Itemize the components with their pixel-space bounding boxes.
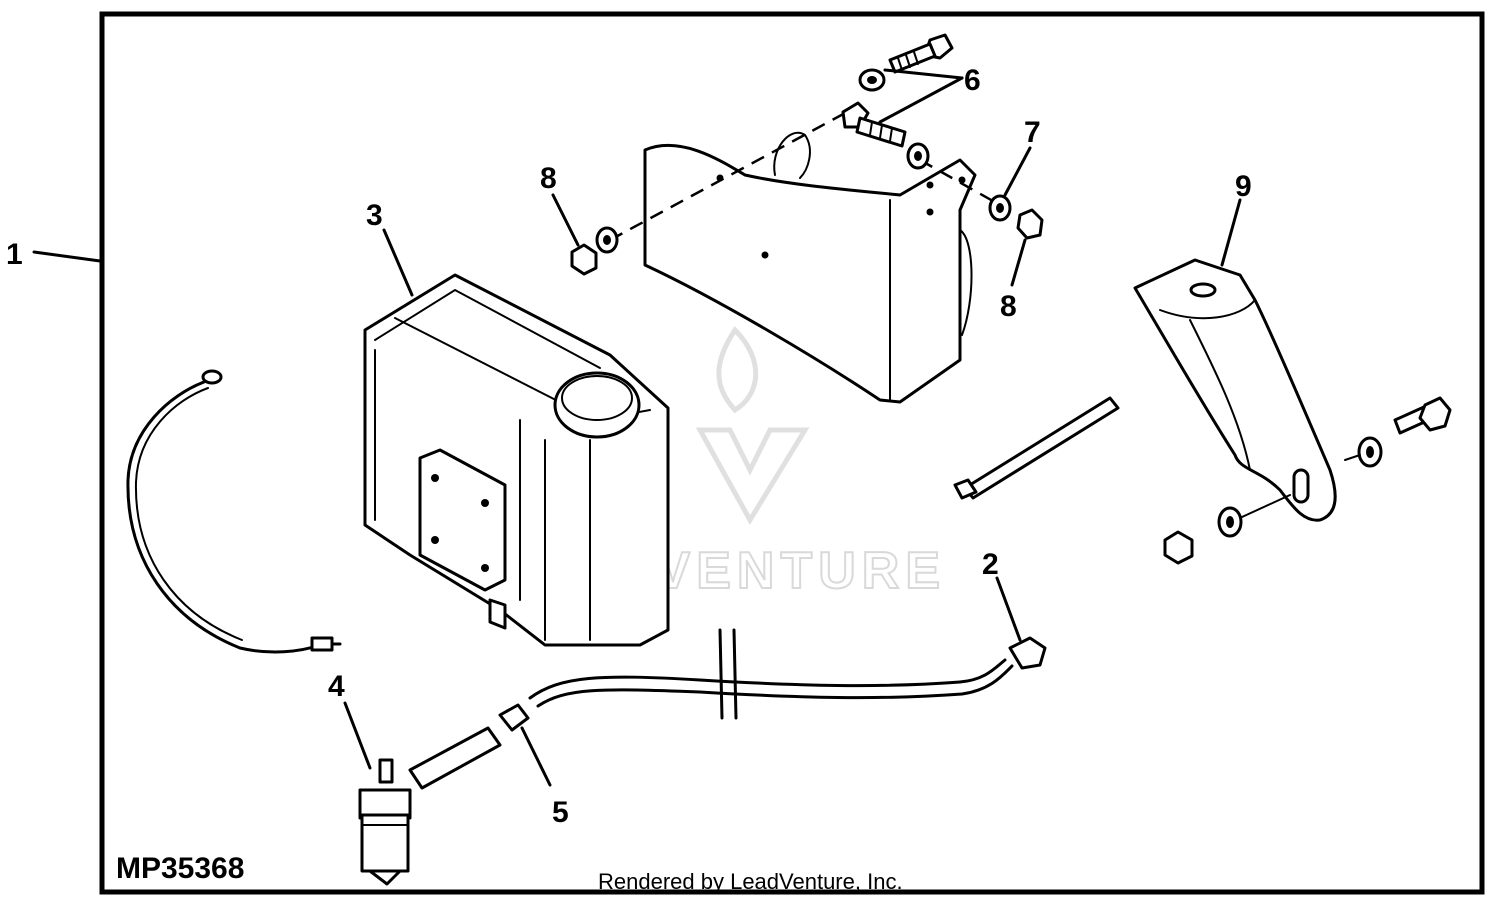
callout-7: 7 xyxy=(1024,116,1041,149)
bolt-lower xyxy=(841,101,930,170)
nut-8-left xyxy=(570,243,598,276)
washer-hose xyxy=(528,628,1014,720)
long-bolt xyxy=(953,396,1120,500)
diagram-frame xyxy=(99,11,1485,895)
nut-8-right xyxy=(1016,208,1044,240)
callout-3: 3 xyxy=(366,199,383,232)
bolt-upper xyxy=(858,33,954,92)
side-bracket xyxy=(1133,258,1337,522)
callout-1: 1 xyxy=(6,238,23,271)
mounting-bracket xyxy=(643,131,977,404)
washer-reservoir-tank xyxy=(363,273,670,647)
callout-4: 4 xyxy=(328,670,345,703)
hose-fitting-5 xyxy=(408,703,552,790)
footer-credit: Rendered by LeadVenture, Inc. xyxy=(598,869,903,894)
hose-connector-2 xyxy=(995,576,1047,670)
callout-2: 2 xyxy=(982,548,999,581)
callout-6: 6 xyxy=(964,64,981,97)
callout-5: 5 xyxy=(552,796,569,829)
ground-wire xyxy=(126,369,342,654)
callout-8-left: 8 xyxy=(540,162,557,195)
callout-9: 9 xyxy=(1235,170,1252,203)
washer-pump-4 xyxy=(343,701,412,886)
figure-id: MP35368 xyxy=(116,852,244,885)
callout-8-right: 8 xyxy=(1000,290,1017,323)
